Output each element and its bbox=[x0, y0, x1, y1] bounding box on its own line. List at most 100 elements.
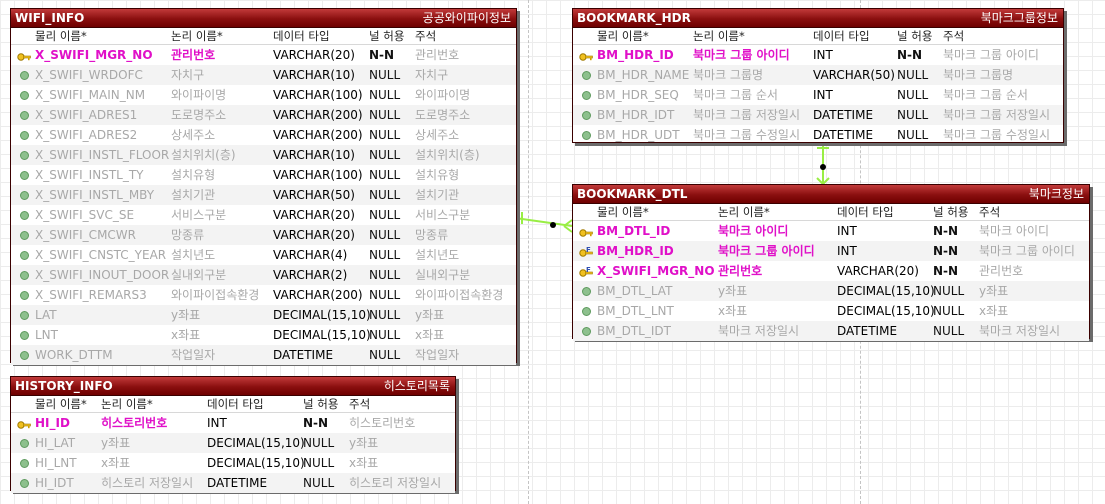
attribute-logi: 북마크 그룹명 bbox=[693, 68, 764, 82]
column-dot-icon bbox=[17, 437, 31, 449]
attribute-nul: NULL bbox=[303, 456, 335, 470]
attribute-cmt: 망종류 bbox=[415, 228, 449, 242]
foreign-key-icon: F bbox=[579, 265, 593, 277]
attribute-phys: X_SWIFI_INSTL_TY bbox=[35, 168, 144, 182]
attribute-cmt: 히스토리 저장일시 bbox=[349, 476, 442, 490]
attribute-logi: 북마크 그룹 순서 bbox=[693, 88, 778, 102]
attribute-cmt: y좌표 bbox=[979, 284, 1009, 298]
attribute-phys: X_SWIFI_WRDOFC bbox=[35, 68, 143, 82]
attribute-nul: N-N bbox=[303, 416, 329, 430]
column-header-cmt: 주석 bbox=[979, 205, 1001, 219]
column-header-phys: 물리 이름* bbox=[597, 29, 649, 43]
attribute-logi: 도로명주소 bbox=[171, 108, 227, 122]
column-header-type: 데이터 타입 bbox=[837, 205, 894, 219]
attribute-phys: X_SWIFI_CNSTC_YEAR bbox=[35, 248, 167, 262]
attribute-logi: 관리번호 bbox=[171, 48, 216, 62]
attribute-type: DATETIME bbox=[813, 128, 874, 142]
attribute-type: VARCHAR(50) bbox=[273, 188, 355, 202]
foreign-key-icon: F bbox=[579, 245, 593, 257]
attribute-cmt: 설치위치(층) bbox=[415, 148, 480, 162]
attribute-logi: x좌표 bbox=[171, 328, 201, 342]
column-dot-shape bbox=[582, 327, 591, 336]
attribute-nul: NULL bbox=[303, 436, 335, 450]
attribute-nul: NULL bbox=[897, 68, 929, 82]
attribute-phys: X_SWIFI_CMCWR bbox=[35, 228, 136, 242]
attribute-cmt: 상세주소 bbox=[415, 128, 460, 142]
attribute-logi: 관리번호 bbox=[718, 264, 763, 278]
column-dot-icon bbox=[17, 129, 31, 141]
attribute-cmt: 히스토리번호 bbox=[349, 416, 416, 430]
attribute-nul: NULL bbox=[369, 268, 401, 282]
column-header-logi: 논리 이름* bbox=[171, 29, 223, 43]
column-dot-icon bbox=[17, 457, 31, 469]
relationship-hdr-dtl[interactable] bbox=[816, 143, 830, 185]
attribute-logi: 와이파이접속환경 bbox=[171, 288, 260, 302]
attribute-cmt: x좌표 bbox=[349, 456, 379, 470]
column-dot-icon bbox=[579, 89, 593, 101]
column-dot-shape bbox=[582, 131, 591, 140]
column-header-logi: 논리 이름* bbox=[718, 205, 770, 219]
attribute-logi: 설치유형 bbox=[171, 168, 216, 182]
attribute-nul: NULL bbox=[369, 128, 401, 142]
entity-logical-name: 히스토리목록 bbox=[383, 379, 450, 393]
attribute-logi: 북마크 아이디 bbox=[718, 224, 789, 238]
attribute-phys: X_SWIFI_INSTL_MBY bbox=[35, 188, 155, 202]
column-dot-shape bbox=[20, 91, 29, 100]
attribute-cmt: 북마크 그룹명 bbox=[943, 68, 1014, 82]
column-dot-shape bbox=[20, 271, 29, 280]
attribute-nul: NULL bbox=[369, 228, 401, 242]
key-icon bbox=[579, 49, 593, 61]
attribute-nul: NULL bbox=[933, 304, 965, 318]
attribute-nul: NULL bbox=[369, 288, 401, 302]
attribute-cmt: 설치기관 bbox=[415, 188, 460, 202]
relationship-wifi-dtl[interactable] bbox=[514, 212, 573, 233]
attribute-nul: N-N bbox=[897, 48, 923, 62]
column-dot-shape bbox=[20, 191, 29, 200]
attribute-logi: 실내외구분 bbox=[171, 268, 227, 282]
column-dot-icon bbox=[17, 169, 31, 181]
key-icon bbox=[17, 417, 31, 429]
attribute-logi: 북마크 그룹 아이디 bbox=[693, 48, 790, 62]
